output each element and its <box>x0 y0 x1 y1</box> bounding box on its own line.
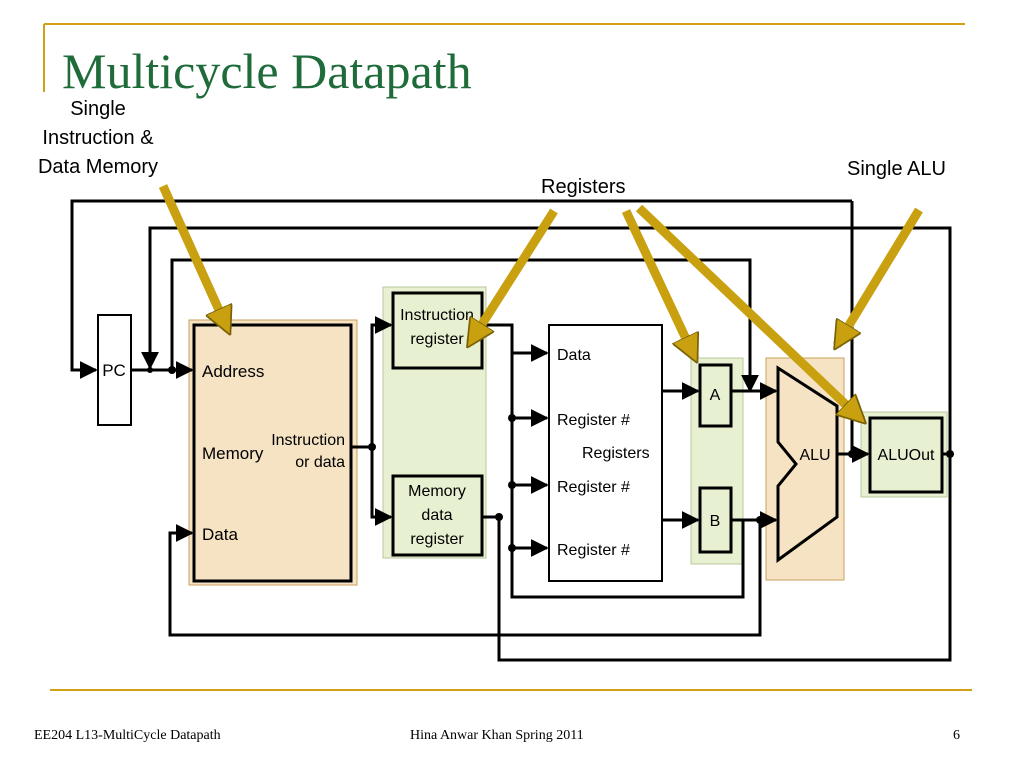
slide-title: Multicycle Datapath <box>62 43 472 99</box>
mdr-label-1: Memory <box>408 483 466 500</box>
aluout-label: ALUOut <box>878 447 935 464</box>
junction-dot <box>168 366 176 374</box>
memory-data-label: Data <box>202 525 238 544</box>
junction-dot <box>848 450 856 458</box>
regfile-reg1-label: Register # <box>557 412 630 429</box>
callout-single-memory: Single Instruction & Data Memory <box>37 98 159 178</box>
memory-output-label-1: Instruction <box>271 432 345 449</box>
regfile-reg2-label: Register # <box>557 479 630 496</box>
reg-a-label: A <box>710 387 721 404</box>
ir-label-1: Instruction <box>400 307 474 324</box>
regfile-data-label: Data <box>557 347 591 364</box>
register-file-box <box>548 324 663 582</box>
callout-single-alu: Single ALU <box>847 158 946 180</box>
mdr-label-2: data <box>421 507 452 524</box>
junction-dot <box>946 450 954 458</box>
footer-course: EE204 L13-MultiCycle Datapath <box>34 728 221 743</box>
aluout-highlight <box>860 411 948 498</box>
reg-a-box <box>698 363 733 428</box>
wire-b-to-mem-data <box>168 520 762 637</box>
mdr-label-3: register <box>410 531 464 548</box>
junction-dot <box>368 443 376 451</box>
wire-ir-out <box>482 323 745 599</box>
memory-box <box>192 323 353 583</box>
memory-address-label: Address <box>202 362 264 381</box>
junction-dot <box>756 516 764 524</box>
callout-arrow-ir <box>470 208 558 343</box>
wire-top-to-pc <box>70 199 852 379</box>
page-number: 6 <box>953 728 960 743</box>
junction-dot <box>508 544 516 552</box>
pc-box <box>97 314 132 426</box>
wire-mem-to-ir <box>370 316 393 447</box>
alu-label: ALU <box>799 447 830 464</box>
memory-name-label: Memory <box>202 444 264 463</box>
junction-dot <box>508 414 516 422</box>
wire-mem-to-mdr <box>370 447 393 526</box>
regfile-reg3-label: Register # <box>557 542 630 559</box>
regfile-name-label: Registers <box>582 445 650 462</box>
reg-b-label: B <box>710 513 721 530</box>
callout-arrow-reg-a <box>621 209 695 358</box>
pc-label: PC <box>102 361 126 380</box>
footer-author: Hina Anwar Khan Spring 2011 <box>410 728 584 743</box>
junction-dot <box>495 513 503 521</box>
callout-arrow-aluout <box>635 204 862 420</box>
callout-arrow-memory <box>158 184 228 330</box>
callout-arrow-alu <box>837 207 923 345</box>
ir-label-2: register <box>410 331 464 348</box>
wire-aluout-to-pc <box>141 226 952 454</box>
wire-to-address <box>170 258 759 393</box>
memory-highlight <box>188 319 358 586</box>
memory-output-label-2: or data <box>295 454 345 471</box>
junction-dot <box>508 481 516 489</box>
junction-dot <box>147 367 153 373</box>
wire-mdr-out <box>482 454 952 662</box>
callout-registers: Registers <box>541 176 626 198</box>
